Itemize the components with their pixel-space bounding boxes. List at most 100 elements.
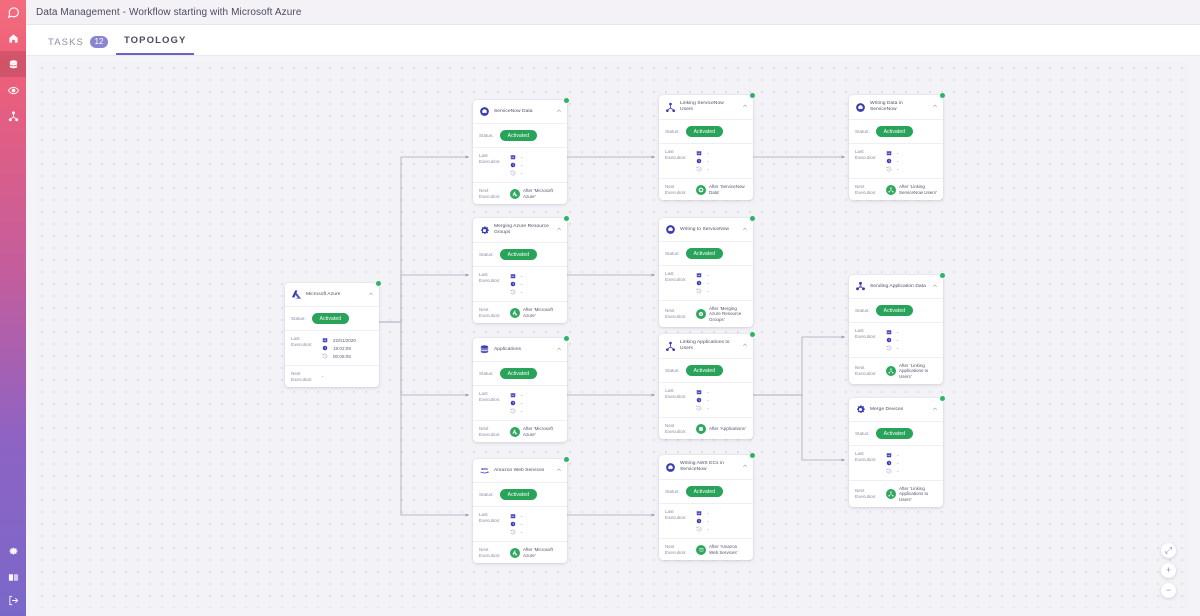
status-label: Status: bbox=[291, 316, 306, 321]
chevron-up-icon[interactable] bbox=[742, 103, 748, 111]
tab-tasks[interactable]: TASKS 12 bbox=[40, 36, 116, 55]
next-execution-chip[interactable]: After 'Linking Applications to Users' bbox=[886, 486, 937, 502]
next-execution-chip[interactable]: After 'Linking ServiceNow Users' bbox=[886, 184, 937, 195]
chevron-up-icon[interactable] bbox=[932, 283, 938, 291]
tab-topology[interactable]: TOPOLOGY bbox=[115, 35, 195, 55]
sidebar-item-settings[interactable] bbox=[0, 538, 26, 564]
last-execution-block: Last Execution:--- bbox=[479, 153, 561, 182]
last-execution-value: - bbox=[897, 460, 899, 466]
node-header[interactable]: Sending Application Data bbox=[849, 275, 943, 299]
next-execution-chip[interactable]: After 'Microsoft Azure' bbox=[510, 307, 561, 318]
chevron-up-icon[interactable] bbox=[932, 406, 938, 414]
next-execution-chip[interactable]: After 'Linking Applications to Users' bbox=[886, 363, 937, 379]
sidebar-item-logout[interactable] bbox=[0, 590, 26, 616]
chevron-up-icon[interactable] bbox=[742, 342, 748, 350]
next-execution-block: Next Execution:After 'Linking Applicatio… bbox=[849, 480, 943, 502]
node-header[interactable]: Writing to ServiceNow bbox=[659, 218, 753, 242]
status-badge: Activated bbox=[499, 249, 538, 260]
chevron-up-icon[interactable] bbox=[556, 108, 562, 116]
servicenow-icon bbox=[479, 106, 490, 117]
status-label: Status: bbox=[665, 368, 680, 373]
last-execution-block: Last Execution:--- bbox=[665, 271, 747, 300]
zoom-in-button[interactable]: + bbox=[1161, 563, 1176, 578]
tab-tasks-label: TASKS bbox=[48, 36, 84, 48]
node-header[interactable]: Writing Data in ServiceNow bbox=[849, 95, 943, 120]
topology-icon bbox=[886, 488, 896, 499]
node-header[interactable]: Microsoft Azure bbox=[285, 283, 379, 307]
node-header[interactable]: Linking ServiceNow Users bbox=[659, 95, 753, 120]
chevron-up-icon[interactable] bbox=[556, 467, 562, 475]
next-execution-chip[interactable]: After 'ServiceNow Data' bbox=[696, 184, 747, 195]
next-execution-block: Next Execution:After 'ServiceNow Data' bbox=[659, 178, 753, 195]
node-header[interactable]: Writing AWS ECs in ServiceNow bbox=[659, 455, 753, 480]
last-execution-values: --- bbox=[886, 451, 937, 475]
node-status-dot bbox=[563, 215, 570, 222]
next-execution-block: Next Execution:- bbox=[285, 365, 379, 382]
duration-icon bbox=[696, 166, 702, 172]
chevron-up-icon[interactable] bbox=[742, 226, 748, 234]
last-execution-value: - bbox=[521, 408, 523, 414]
next-execution-label: Next Execution: bbox=[479, 188, 501, 199]
node-status-row: Status:Activated bbox=[855, 126, 937, 143]
node-header[interactable]: Linking Applications to Users bbox=[659, 334, 753, 359]
divider bbox=[473, 147, 567, 148]
last-execution-block: Last Execution:--- bbox=[479, 391, 561, 420]
node-status-row: Status:Activated bbox=[665, 248, 747, 265]
chevron-up-icon[interactable] bbox=[556, 226, 562, 234]
next-execution-chip[interactable]: After 'Microsoft Azure' bbox=[510, 426, 561, 437]
status-badge: Activated bbox=[311, 313, 350, 324]
last-execution-line: - bbox=[510, 407, 561, 415]
node-status-dot bbox=[563, 97, 570, 104]
microsoft-azure-icon bbox=[291, 289, 302, 300]
fit-to-screen-button[interactable]: ⤢ bbox=[1161, 543, 1176, 558]
last-execution-value: - bbox=[521, 392, 523, 398]
zoom-out-button[interactable]: − bbox=[1161, 583, 1176, 598]
sidebar-item-docs[interactable] bbox=[0, 564, 26, 590]
tab-topology-label: TOPOLOGY bbox=[123, 35, 187, 46]
last-execution-label: Last Execution: bbox=[479, 272, 501, 283]
chevron-up-icon[interactable] bbox=[932, 103, 938, 111]
sidebar-item-home[interactable] bbox=[0, 25, 26, 51]
next-execution-chip[interactable]: After 'Applications' bbox=[696, 423, 747, 434]
next-execution-chip[interactable]: After 'Microsoft Azure' bbox=[510, 188, 561, 199]
chevron-up-icon[interactable] bbox=[368, 291, 374, 299]
last-execution-line: - bbox=[696, 509, 747, 517]
node-status-row: Status:Activated bbox=[665, 365, 747, 382]
node-header[interactable]: Merge Devices bbox=[849, 398, 943, 422]
chevron-up-icon[interactable] bbox=[742, 463, 748, 471]
node-header[interactable]: ServiceNow Data bbox=[473, 100, 567, 124]
microsoft-azure-icon bbox=[510, 547, 520, 558]
last-execution-line: - bbox=[696, 517, 747, 525]
node-header[interactable]: Applications bbox=[473, 338, 567, 362]
sidebar-item-topology[interactable] bbox=[0, 103, 26, 129]
next-execution-chip[interactable]: After 'Merging Azure Resource Groups' bbox=[696, 306, 747, 322]
sidebar-item-monitor[interactable] bbox=[0, 77, 26, 103]
calendar-icon bbox=[510, 273, 516, 279]
servicenow-icon bbox=[855, 102, 866, 113]
next-execution-text: After 'Microsoft Azure' bbox=[523, 547, 553, 558]
chevron-up-icon[interactable] bbox=[556, 346, 562, 354]
app-logo[interactable] bbox=[0, 0, 26, 25]
sidebar-item-data[interactable] bbox=[0, 51, 26, 77]
next-execution-chip[interactable]: After 'Microsoft Azure' bbox=[510, 547, 561, 558]
last-execution-line: - bbox=[510, 272, 561, 280]
last-execution-line: - bbox=[696, 271, 747, 279]
node-header[interactable]: Merging Azure Resource Groups bbox=[473, 218, 567, 243]
